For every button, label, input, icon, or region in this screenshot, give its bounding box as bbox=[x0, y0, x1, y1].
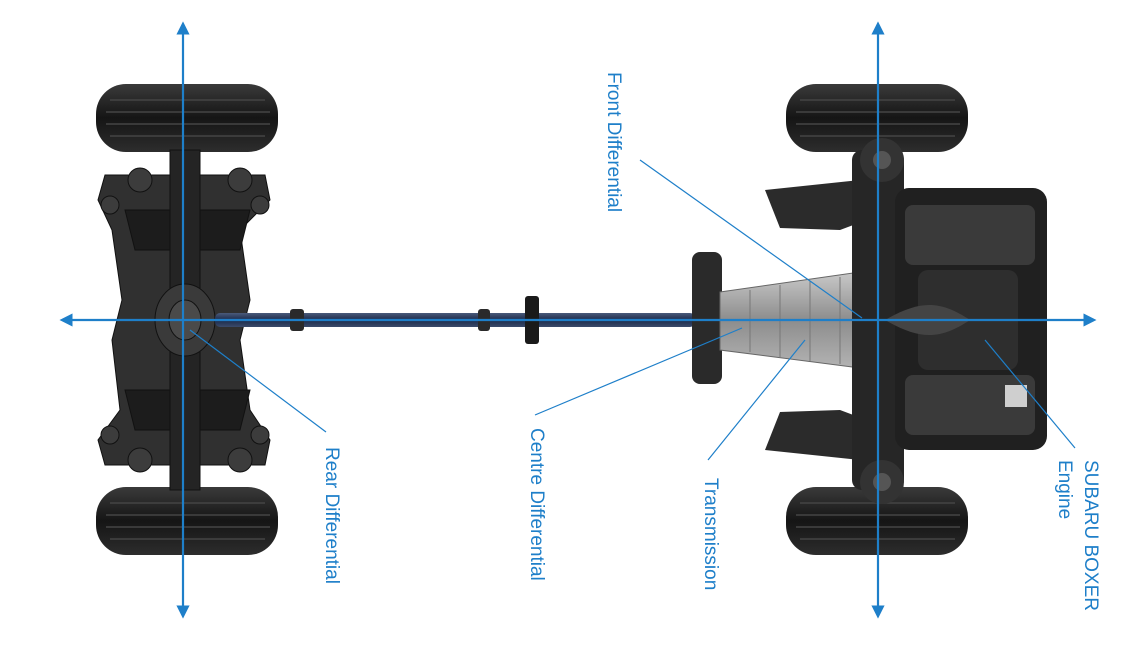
rear-left-tyre bbox=[96, 84, 278, 152]
front-differential-leader bbox=[639, 159, 863, 319]
leader-lines bbox=[189, 159, 1076, 461]
engine-label-line1: SUBARU BOXER bbox=[1080, 460, 1101, 611]
engine-leader bbox=[984, 339, 1076, 449]
axis-arrows bbox=[59, 21, 1097, 619]
transmission-label: Transmission bbox=[700, 478, 721, 591]
rear-right-tyre bbox=[96, 487, 278, 555]
rear-differential-leader bbox=[189, 329, 327, 433]
rear-differential-label: Rear Differential bbox=[321, 447, 342, 584]
front-differential-label: Front Differential bbox=[603, 72, 624, 213]
centre-differential-leader bbox=[534, 327, 743, 416]
engine-label-line2: Engine bbox=[1054, 460, 1075, 520]
centre-differential-label: Centre Differential bbox=[526, 428, 547, 581]
transmission-leader bbox=[707, 339, 806, 461]
